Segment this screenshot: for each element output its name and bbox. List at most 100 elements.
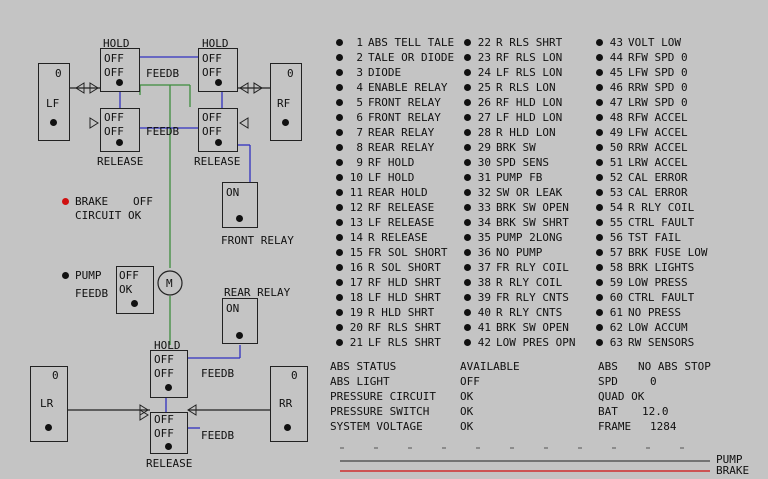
code-label: LFW ACCEL [628, 126, 688, 139]
code-number: 32 [477, 186, 491, 199]
code-bullet [596, 69, 603, 76]
code-bullet [336, 54, 343, 61]
code-number: 31 [477, 171, 491, 184]
code-label: LRW ACCEL [628, 156, 688, 169]
lf-wheel-value: 0 [55, 67, 62, 80]
rear-feedb-label-2: FEEDB [201, 429, 235, 442]
rear-hold-label: HOLD [154, 339, 181, 352]
code-bullet [464, 279, 471, 286]
code-label: R HLD SHRT [368, 306, 435, 319]
code-number: 4 [356, 81, 363, 94]
rf-release-state: OFF [202, 111, 222, 124]
code-item: 15 FR SOL SHORT [336, 245, 447, 260]
code-number: 39 [477, 291, 491, 304]
code-bullet [596, 219, 603, 226]
code-item: 7 REAR RELAY [336, 125, 434, 140]
code-label: TST FAIL [628, 231, 681, 244]
code-number: 26 [477, 96, 491, 109]
code-bullet [336, 204, 343, 211]
code-number: 43 [609, 36, 623, 49]
rr-wheel-indicator [284, 424, 291, 431]
code-label: REAR RELAY [368, 126, 435, 139]
rf-release-state-2: OFF [202, 125, 222, 138]
code-bullet [464, 234, 471, 241]
lf-hold-state-2: OFF [104, 66, 124, 79]
code-bullet [336, 189, 343, 196]
rf-wheel-value: 0 [287, 67, 294, 80]
code-label: R RLY CNTS [496, 306, 563, 319]
code-number: 12 [349, 201, 363, 214]
code-number: 17 [349, 276, 363, 289]
code-number: 57 [609, 246, 623, 259]
code-number: 52 [609, 171, 623, 184]
lf-hold-indicator [116, 79, 123, 86]
lf-release-state: OFF [104, 111, 124, 124]
lf-release-valve [100, 108, 140, 152]
code-label: ENABLE RELAY [368, 81, 448, 94]
code-label: BRK SW [496, 141, 536, 154]
code-bullet [464, 294, 471, 301]
code-bullet [336, 339, 343, 346]
code-number: 60 [609, 291, 623, 304]
code-bullet [336, 294, 343, 301]
code-number: 45 [609, 66, 623, 79]
lr-wheel-label: LR [40, 397, 54, 410]
code-bullet [596, 174, 603, 181]
code-label: R RLY COIL [628, 201, 695, 214]
front-relay-indicator [236, 215, 243, 222]
code-bullet [464, 69, 471, 76]
code-label: RW SENSORS [628, 336, 695, 349]
code-label: FRONT RELAY [368, 96, 441, 109]
code-bullet [336, 129, 343, 136]
code-label: LFW SPD 0 [628, 66, 688, 79]
code-label: ABS TELL TALE [368, 36, 455, 49]
lf-hold-label: HOLD [103, 37, 130, 50]
code-bullet [596, 129, 603, 136]
code-number: 18 [349, 291, 363, 304]
code-number: 28 [477, 126, 491, 139]
code-label: BRK SW SHRT [496, 216, 569, 229]
code-number: 25 [477, 81, 491, 94]
code-bullet [336, 144, 343, 151]
quad-status: QUAD OK [598, 390, 645, 403]
status-value: OK [460, 405, 474, 418]
code-bullet [336, 174, 343, 181]
code-bullet [336, 249, 343, 256]
code-label: R HLD LON [496, 126, 556, 139]
code-label: LF RELEASE [368, 216, 435, 229]
code-label: LF HLD LON [496, 111, 563, 124]
code-number: 7 [356, 126, 363, 139]
code-number: 15 [349, 246, 363, 259]
code-number: 44 [609, 51, 623, 64]
code-label: FR SOL SHORT [368, 246, 448, 259]
pump-box-indicator [131, 300, 138, 307]
lf-wheel-indicator [50, 119, 57, 126]
code-number: 14 [349, 231, 363, 244]
code-number: 35 [477, 231, 491, 244]
brake-state: OFF [133, 195, 153, 208]
lr-wheel-value: 0 [52, 369, 59, 382]
code-label: NO PRESS [628, 306, 681, 319]
code-number: 27 [477, 111, 491, 124]
code-number: 34 [477, 216, 491, 229]
rear-feedb-label: FEEDB [201, 367, 235, 380]
code-bullet [464, 339, 471, 346]
code-bullet [596, 204, 603, 211]
rear-hold-state-2: OFF [154, 367, 174, 380]
code-label: RFW SPD 0 [628, 51, 688, 64]
rf-hold-label: HOLD [202, 37, 229, 50]
bat-label: BAT [598, 405, 618, 418]
code-label: CAL ERROR [628, 171, 688, 184]
